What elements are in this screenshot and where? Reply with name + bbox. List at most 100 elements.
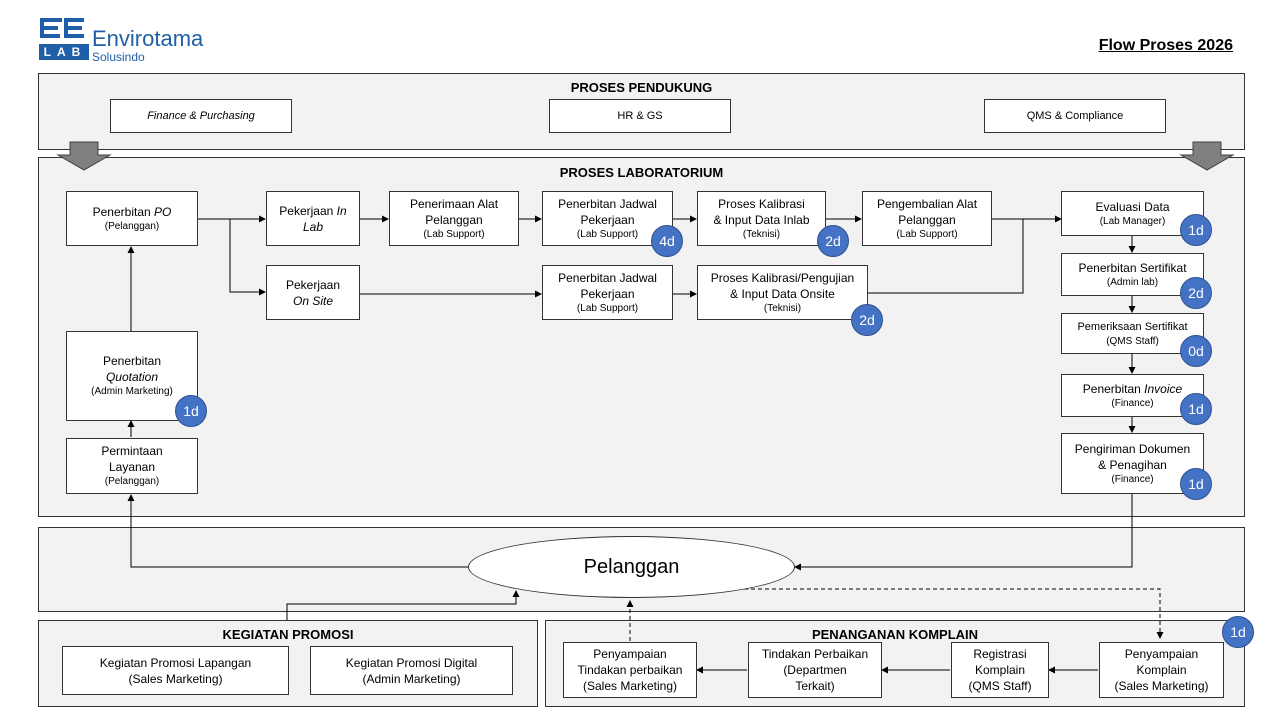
box-finance-purchasing: Finance & Purchasing: [110, 99, 292, 133]
box-penyampaian-komplain: Penyampaian Komplain (Sales Marketing): [1099, 642, 1224, 698]
penerimaan-line1: Penerimaan Alat: [409, 196, 499, 211]
penyampaian-tindakan-line2: Tindakan perbaikan: [577, 663, 683, 677]
down-arrow-right-icon: [1179, 141, 1235, 171]
box-qms-compliance: QMS & Compliance: [984, 99, 1166, 133]
inlab-label-line2: Lab: [302, 219, 324, 234]
logo-mark-icon: [39, 18, 89, 60]
promosi-digital-line1: Kegiatan Promosi Digital: [345, 655, 478, 670]
qms-compliance-label: QMS & Compliance: [1026, 110, 1124, 122]
penyampaian-tindakan-line3: (Sales Marketing): [582, 679, 678, 693]
box-tindakan-perbaikan: Tindakan Perbaikan (Departmen Terkait): [748, 642, 882, 698]
pelanggan-label: Pelanggan: [583, 555, 680, 578]
duration-badge-quotation: 1d: [175, 395, 207, 427]
box-penerbitan-po: Penerbitan PO (Pelanggan): [66, 191, 198, 246]
pengiriman-sub: (Finance): [1111, 473, 1154, 485]
evaluasi-sub: (Lab Manager): [1099, 215, 1166, 227]
registrasi-line2: Komplain: [974, 663, 1026, 677]
box-proses-kalibrasi-inlab: Proses Kalibrasi & Input Data Inlab (Tek…: [697, 191, 826, 246]
kalibrasi-inlab-line2: & Input Data Inlab: [713, 212, 810, 227]
jadwal1-line2: Pekerjaan: [580, 212, 635, 227]
penerimaan-sub: (Lab Support): [423, 228, 485, 240]
penanganan-komplain-title: PENANGANAN KOMPLAIN: [811, 627, 979, 642]
onsite-line1: Pekerjaan: [285, 277, 341, 292]
duration-badge-pengiriman: 1d: [1180, 468, 1212, 500]
pemeriksaan-line1: Pemeriksaan Sertifikat: [1077, 320, 1188, 333]
po-label-pre: Penerbitan: [92, 204, 155, 219]
jadwal2-sub: (Lab Support): [576, 302, 639, 314]
pengembalian-line2: Pelanggan: [898, 212, 956, 227]
kalibrasi-onsite-line2: & Input Data Onsite: [730, 286, 835, 301]
box-pemeriksaan-sertifikat: Pemeriksaan Sertifikat (QMS Staff): [1061, 313, 1204, 354]
box-promosi-digital: Kegiatan Promosi Digital (Admin Marketin…: [310, 646, 513, 695]
logo-sub-text: Solusindo: [92, 50, 145, 64]
registrasi-line3: (QMS Staff): [968, 679, 1032, 693]
permintaan-line1: Permintaan: [101, 444, 163, 458]
pemeriksaan-sub: (QMS Staff): [1106, 335, 1159, 347]
box-pengiriman-dokumen: Pengiriman Dokumen & Penagihan (Finance): [1061, 433, 1204, 494]
logo-main-text: Envirotama: [92, 26, 204, 51]
box-hr-gs: HR & GS: [549, 99, 731, 133]
penyampaian-line1: Penyampaian: [1124, 647, 1199, 661]
kegiatan-promosi-title: KEGIATAN PROMOSI: [222, 627, 354, 642]
evaluasi-line1: Evaluasi Data: [1095, 199, 1170, 214]
invoice-label-pre: Penerbitan: [1082, 381, 1145, 396]
kalibrasi-onsite-sub: (Teknisi): [763, 302, 802, 314]
promosi-lapangan-line1: Kegiatan Promosi Lapangan: [99, 655, 252, 670]
penyampaian-line2: Komplain: [1136, 663, 1187, 677]
duration-badge-invoice: 1d: [1180, 393, 1212, 425]
jadwal2-line1: Penerbitan Jadwal: [558, 270, 657, 285]
pelanggan-node: Pelanggan: [468, 536, 795, 598]
box-penerimaan-alat: Penerimaan Alat Pelanggan (Lab Support): [389, 191, 519, 246]
onsite-line2: On Site: [292, 293, 334, 308]
duration-badge-pemeriksaan: 0d: [1180, 335, 1212, 367]
jadwal1-sub: (Lab Support): [576, 228, 639, 240]
box-permintaan-layanan: Permintaan Layanan (Pelanggan): [66, 438, 198, 494]
quotation-line1: Penerbitan: [102, 354, 162, 368]
duration-badge-evaluasi: 1d: [1180, 214, 1212, 246]
jadwal1-line1: Penerbitan Jadwal: [558, 196, 657, 211]
logo-lab-text: LAB: [43, 45, 87, 59]
duration-badge-jadwal-inlab: 4d: [651, 225, 683, 257]
permintaan-line2: Layanan: [108, 460, 156, 474]
invoice-label-em: Invoice: [1144, 381, 1183, 396]
tindakan-line1: Tindakan Perbaikan: [761, 647, 869, 661]
box-pengembalian-alat: Pengembalian Alat Pelanggan (Lab Support…: [862, 191, 992, 246]
down-arrow-left-icon: [56, 141, 112, 171]
duration-badge-kalibrasi-inlab: 2d: [817, 225, 849, 257]
duration-badge-sertifikat: 2d: [1180, 277, 1212, 309]
sertifikat-line1: Penerbitan Sertifikat: [1078, 260, 1187, 275]
inlab-label-em: In: [336, 203, 347, 218]
po-label-em: PO: [154, 204, 172, 219]
penyampaian-line3: (Sales Marketing): [1114, 679, 1209, 693]
registrasi-line1: Registrasi: [973, 647, 1027, 661]
sertifikat-sub: (Admin lab): [1106, 276, 1159, 288]
jadwal2-line2: Pekerjaan: [580, 286, 635, 301]
promosi-digital-line2: (Admin Marketing): [362, 671, 461, 686]
box-proses-kalibrasi-onsite: Proses Kalibrasi/Pengujian & Input Data …: [697, 265, 868, 320]
tindakan-line2: (Departmen: [783, 663, 847, 677]
finance-purchasing-label: Finance & Purchasing: [147, 110, 255, 122]
promosi-lapangan-line2: (Sales Marketing): [128, 671, 223, 686]
kalibrasi-inlab-sub: (Teknisi): [742, 228, 781, 240]
box-penerbitan-jadwal-onsite: Penerbitan Jadwal Pekerjaan (Lab Support…: [542, 265, 673, 320]
quotation-sub: (Admin Marketing): [91, 386, 173, 397]
box-pekerjaan-on-site: Pekerjaan On Site: [266, 265, 360, 320]
hr-gs-label: HR & GS: [617, 110, 663, 122]
pengiriman-line1: Pengiriman Dokumen: [1074, 441, 1191, 456]
kalibrasi-onsite-line1: Proses Kalibrasi/Pengujian: [710, 270, 855, 285]
box-penyampaian-tindakan: Penyampaian Tindakan perbaikan (Sales Ma…: [563, 642, 697, 698]
proses-laboratorium-title: PROSES LABORATORIUM: [559, 165, 724, 180]
inlab-label-pre: Pekerjaan: [279, 203, 337, 218]
pengembalian-line1: Pengembalian Alat: [876, 196, 978, 211]
box-registrasi-komplain: Registrasi Komplain (QMS Staff): [951, 642, 1049, 698]
box-pekerjaan-in-lab: Pekerjaan In Lab: [266, 191, 360, 246]
quotation-line2: Quotation: [105, 370, 159, 384]
duration-badge-komplain: 1d: [1222, 616, 1254, 648]
tindakan-line3: Terkait): [795, 679, 835, 693]
duration-badge-kalibrasi-onsite: 2d: [851, 304, 883, 336]
penerimaan-line2: Pelanggan: [425, 212, 483, 227]
company-logo: LAB Envirotama Solusindo: [38, 16, 228, 66]
proses-pendukung-title: PROSES PENDUKUNG: [570, 80, 713, 95]
pengembalian-sub: (Lab Support): [896, 228, 958, 240]
